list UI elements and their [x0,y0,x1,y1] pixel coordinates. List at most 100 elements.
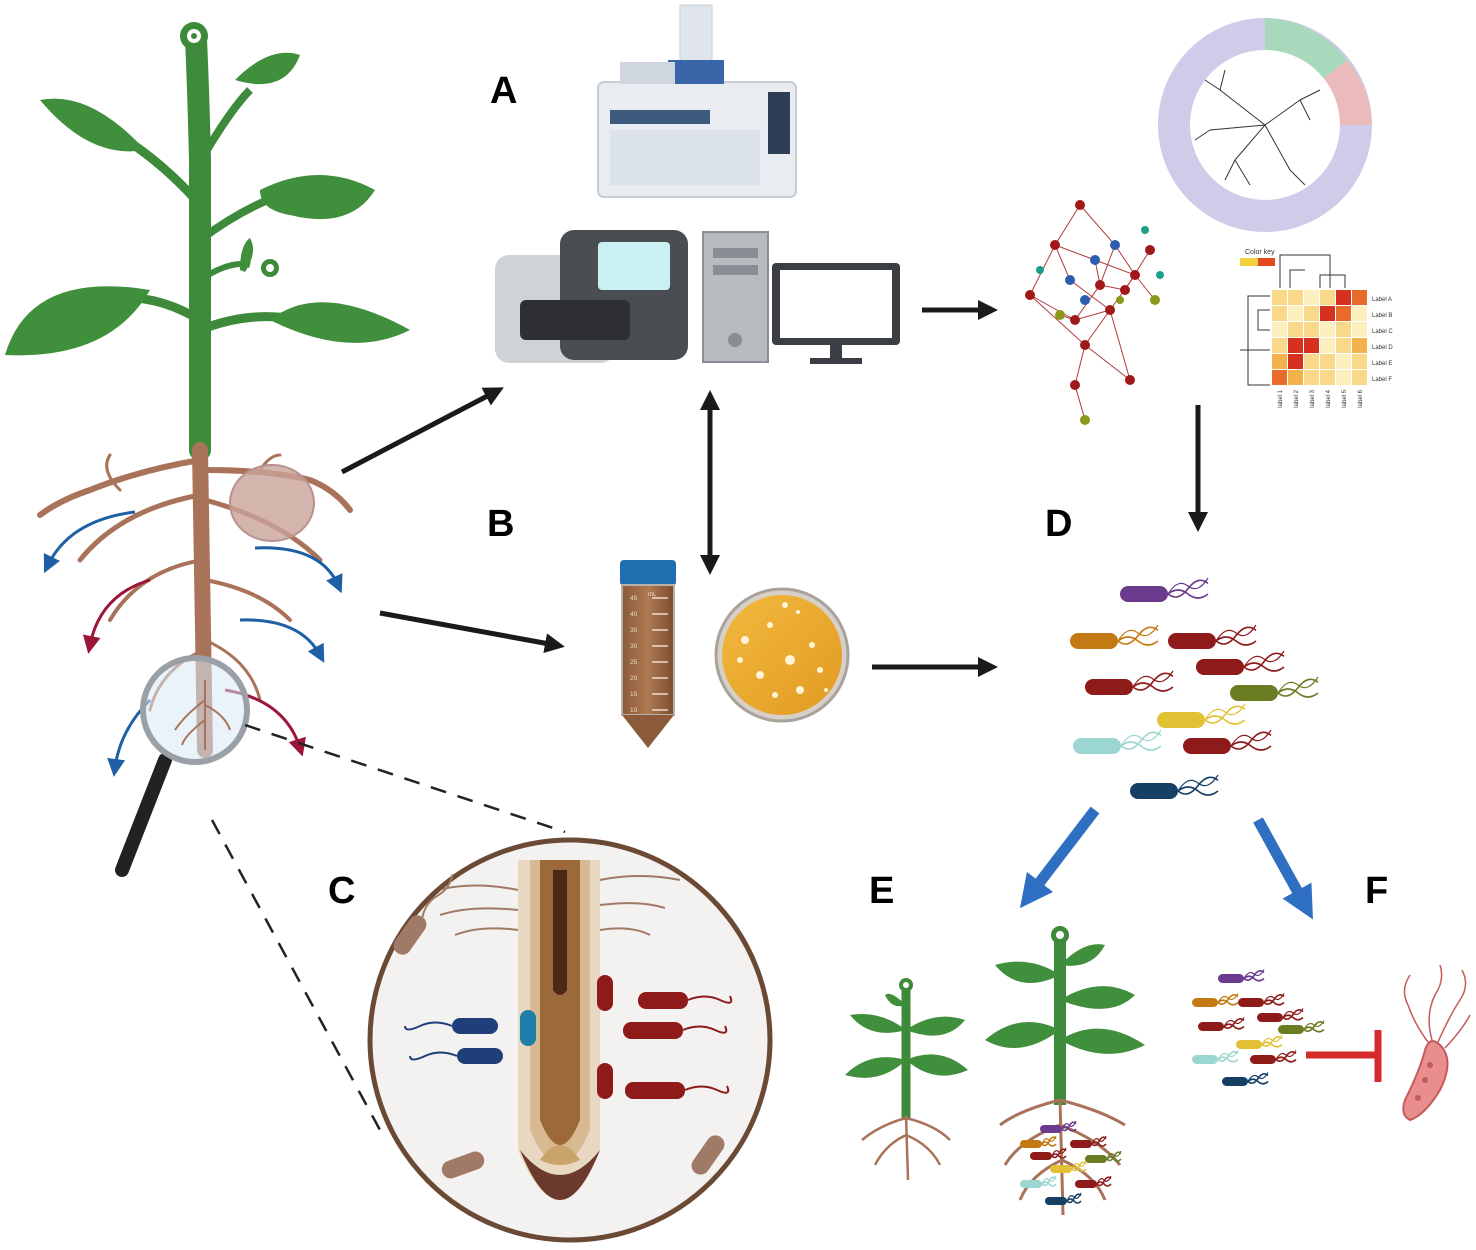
tube-unit-label: mL [648,592,657,598]
bacterium [1070,1135,1107,1148]
bacterium [1236,1035,1283,1049]
computer-icon [702,231,900,364]
mass-spectrometer-icon [597,4,797,198]
heatmap-col-label: label 6 [1358,389,1364,407]
panel-label-a: A [490,70,518,112]
panel-label-c: C [328,870,356,912]
heatmap-cell [1304,354,1319,369]
heatmap-cell [1272,306,1287,321]
small-plant [845,978,968,1181]
heatmap-cell [1288,290,1303,305]
panel-label-e: E [869,870,895,912]
outcome-arrows [1019,806,1313,920]
bacterium [1020,1135,1057,1148]
heatmap-cell [1288,370,1303,385]
zoom-lines [210,723,566,1131]
bacterium [1192,1050,1239,1064]
heatmap-cell [1320,370,1335,385]
network-graph [1025,200,1164,425]
heatmap-row-label: Label A [1372,297,1392,303]
heatmap-row-label: Label F [1372,377,1392,383]
heatmap-cell [1304,306,1319,321]
heatmap-cell [1352,354,1367,369]
tube-scale-mark: 25 [630,659,638,666]
arrow-plant-to-a [340,387,504,475]
arrow-d-to-f [1253,817,1313,920]
large-plant [985,926,1145,1216]
zoom-bacteria [393,874,733,1179]
heatmap-cell [1288,338,1303,353]
heatmap-cell [1352,290,1367,305]
heatmap-cell [1272,290,1287,305]
sequencer-icon [495,230,688,363]
heatmap-cell [1336,338,1351,353]
phylogenetic-tree [1158,18,1372,232]
antagonist-bacteria [1192,969,1325,1086]
tube-scale-mark: 20 [630,675,638,682]
panel-label-b: B [487,503,515,545]
bacterium [1257,1008,1304,1022]
tube-scale-mark: 30 [630,643,638,650]
heatmap-cell [1336,290,1351,305]
heatmap-cell [1288,306,1303,321]
bacterium [1070,624,1159,649]
heatmap-cell [1272,370,1287,385]
heatmap-cell [1320,322,1335,337]
bacterium [1157,703,1246,728]
heatmap-cell [1272,338,1287,353]
panel-label-f: F [1365,870,1389,912]
heatmap-row-label: Label E [1372,361,1392,367]
heatmap-cell [1272,322,1287,337]
heatmap-row-label: Label D [1372,345,1393,351]
bacterium [1230,676,1319,701]
root-zoom-circle [367,837,773,1243]
magnifier-icon [115,655,250,877]
bacterium [1250,1050,1297,1064]
bacterium [1073,729,1162,754]
bacterium [1040,1120,1077,1133]
tube-scale-mark: 15 [630,691,638,698]
bacterium [1218,969,1265,983]
heatmap-cell [1336,306,1351,321]
heatmap-cell [1336,354,1351,369]
bacterium [1168,624,1257,649]
heatmap-cell [1320,338,1335,353]
heatmap-cell [1288,322,1303,337]
bacterium [1085,1150,1122,1163]
heatmap-cell [1304,322,1319,337]
bacterium [1075,1175,1112,1188]
heatmap-col-label: label 5 [1342,389,1348,407]
heatmap-cell [1320,354,1335,369]
bacterium [1030,1147,1067,1160]
bacterium [1192,993,1239,1007]
heatmap-cell [1336,370,1351,385]
heatmap-col-label: label 2 [1294,389,1300,407]
bacteria-collection [1070,577,1319,799]
heatmap-col-label: label 1 [1278,389,1284,407]
falcon-tube-icon: mL 45 40 35 30 25 20 15 10 [620,560,676,748]
heatmap-cell [1288,354,1303,369]
bacterium [1020,1175,1057,1188]
tube-scale-mark: 40 [630,611,638,618]
bacterium [1045,1192,1082,1205]
arrow-d-to-e [1019,806,1100,909]
heatmap-cell [1352,322,1367,337]
pathogen-icon [1402,964,1471,1122]
heatmap-color-key-title: Color key [1245,249,1275,256]
heatmap-cell [1304,290,1319,305]
heatmap-col-label: label 3 [1310,389,1316,407]
petri-dish-icon [714,587,850,723]
tube-scale-mark: 45 [630,595,638,602]
bacterium [1222,1072,1269,1086]
tube-scale-mark: 10 [630,707,638,714]
bacterium [1278,1020,1325,1034]
bacterium [1198,1017,1245,1031]
heatmap-cell [1304,338,1319,353]
tube-scale-mark: 35 [630,627,638,634]
heatmap-cell [1352,370,1367,385]
flow-arrows [340,300,1208,677]
bacterium [1183,729,1272,754]
inhibition-symbol [1306,1030,1382,1082]
